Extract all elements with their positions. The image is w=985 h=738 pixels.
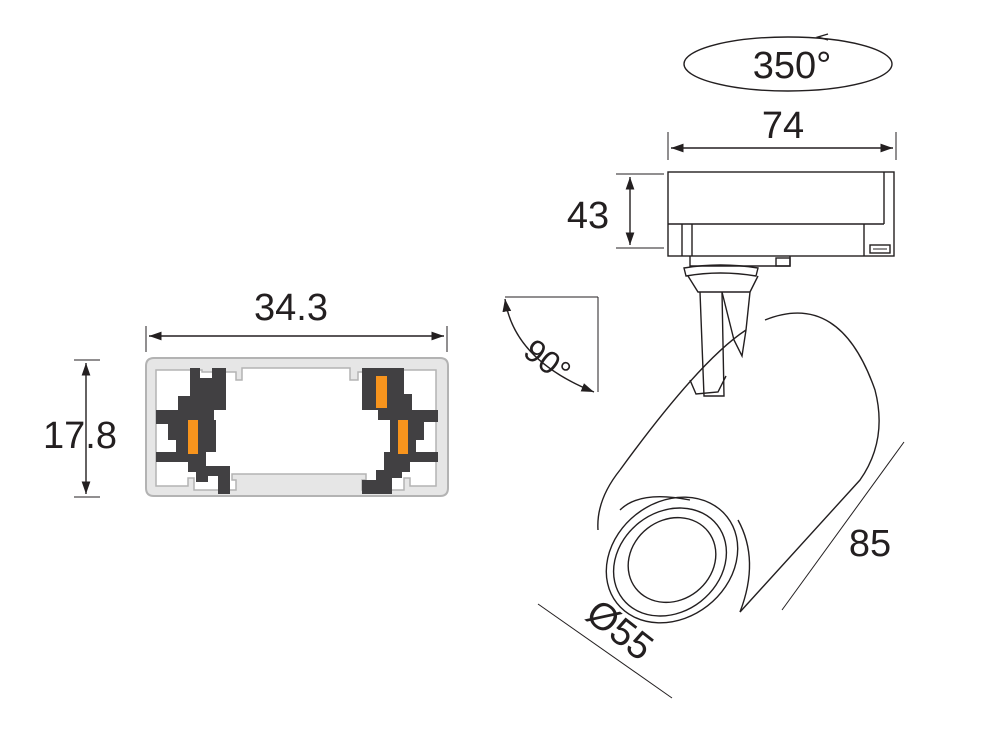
diameter-label: Ø55 bbox=[578, 592, 660, 669]
track-height-dimension: 17.8 bbox=[43, 359, 117, 498]
track-width-label: 34.3 bbox=[254, 287, 328, 329]
left-conductor bbox=[188, 420, 198, 454]
track-width-dimension: 34.3 bbox=[145, 287, 448, 352]
spotlight-cylinder bbox=[597, 312, 880, 624]
length-dimension: 85 bbox=[781, 441, 905, 611]
tilt-label: 90° bbox=[517, 332, 577, 390]
right-conductor-upper bbox=[376, 376, 387, 408]
rotation-label: 350° bbox=[753, 45, 832, 87]
spotlight-arm bbox=[689, 291, 751, 397]
right-conductor-lower bbox=[398, 420, 408, 454]
spotlight: 350° 74 43 bbox=[502, 33, 905, 699]
tilt-dimension: 90° bbox=[502, 296, 599, 393]
track-profile: 34.3 17.8 bbox=[43, 287, 449, 498]
adapter-width-label: 74 bbox=[762, 105, 804, 147]
track-adapter bbox=[667, 171, 895, 293]
track-height-label: 17.8 bbox=[43, 415, 117, 457]
diameter-dimension: Ø55 bbox=[537, 592, 673, 699]
adapter-height-dimension: 43 bbox=[567, 173, 664, 249]
adapter-width-dimension: 74 bbox=[667, 105, 897, 160]
adapter-height-label: 43 bbox=[567, 195, 609, 237]
length-label: 85 bbox=[849, 523, 891, 565]
rotation-indicator: 350° bbox=[683, 33, 893, 92]
